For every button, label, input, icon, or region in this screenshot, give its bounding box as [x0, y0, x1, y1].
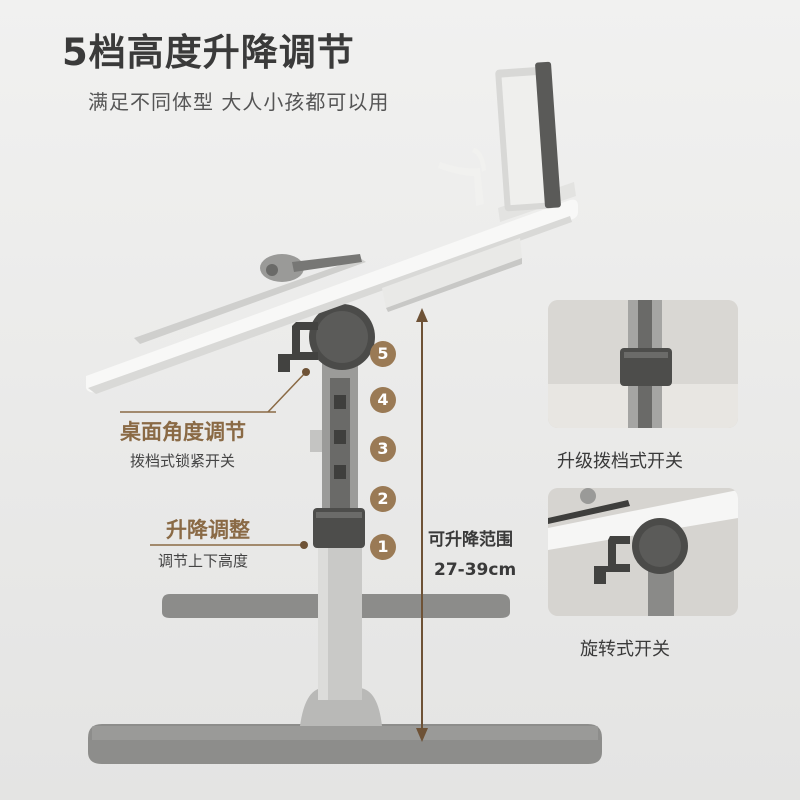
height-step-2: 2 — [370, 486, 396, 512]
lift-sublabel: 调节上下高度 — [158, 552, 249, 570]
rotary-switch-closeup — [548, 488, 738, 616]
range-title: 可升降范围 — [428, 530, 513, 550]
base-foot-top — [92, 726, 598, 740]
detail-panel-rotary — [548, 488, 738, 616]
range-value: 27-39cm — [434, 560, 517, 580]
lever-switch-closeup — [548, 300, 738, 428]
detail-panel-lever — [548, 300, 738, 428]
detail-caption-rotary: 旋转式开关 — [580, 639, 670, 660]
lift-label: 升降调整 — [166, 518, 250, 542]
tilt-lever — [278, 322, 318, 372]
desk-drawer — [382, 238, 522, 308]
headline-subtitle: 满足不同体型 大人小孩都可以用 — [88, 90, 390, 114]
height-step-4: 4 — [370, 387, 396, 413]
range-arrow-bottom — [416, 728, 428, 742]
headline-title: 5档高度升降调节 — [62, 31, 355, 74]
tilt-sublabel: 拨档式锁紧开关 — [130, 452, 236, 470]
height-step-1: 1 — [370, 534, 396, 560]
desktop-tray — [134, 258, 366, 344]
desktop-board — [86, 199, 578, 393]
detail-caption-lever: 升级拨档式开关 — [557, 451, 683, 472]
height-step-3: 3 — [370, 436, 396, 462]
tilt-label: 桌面角度调节 — [120, 420, 246, 444]
height-step-5: 5 — [370, 341, 396, 367]
range-arrow-top — [416, 308, 428, 322]
phone-holder — [438, 162, 484, 206]
